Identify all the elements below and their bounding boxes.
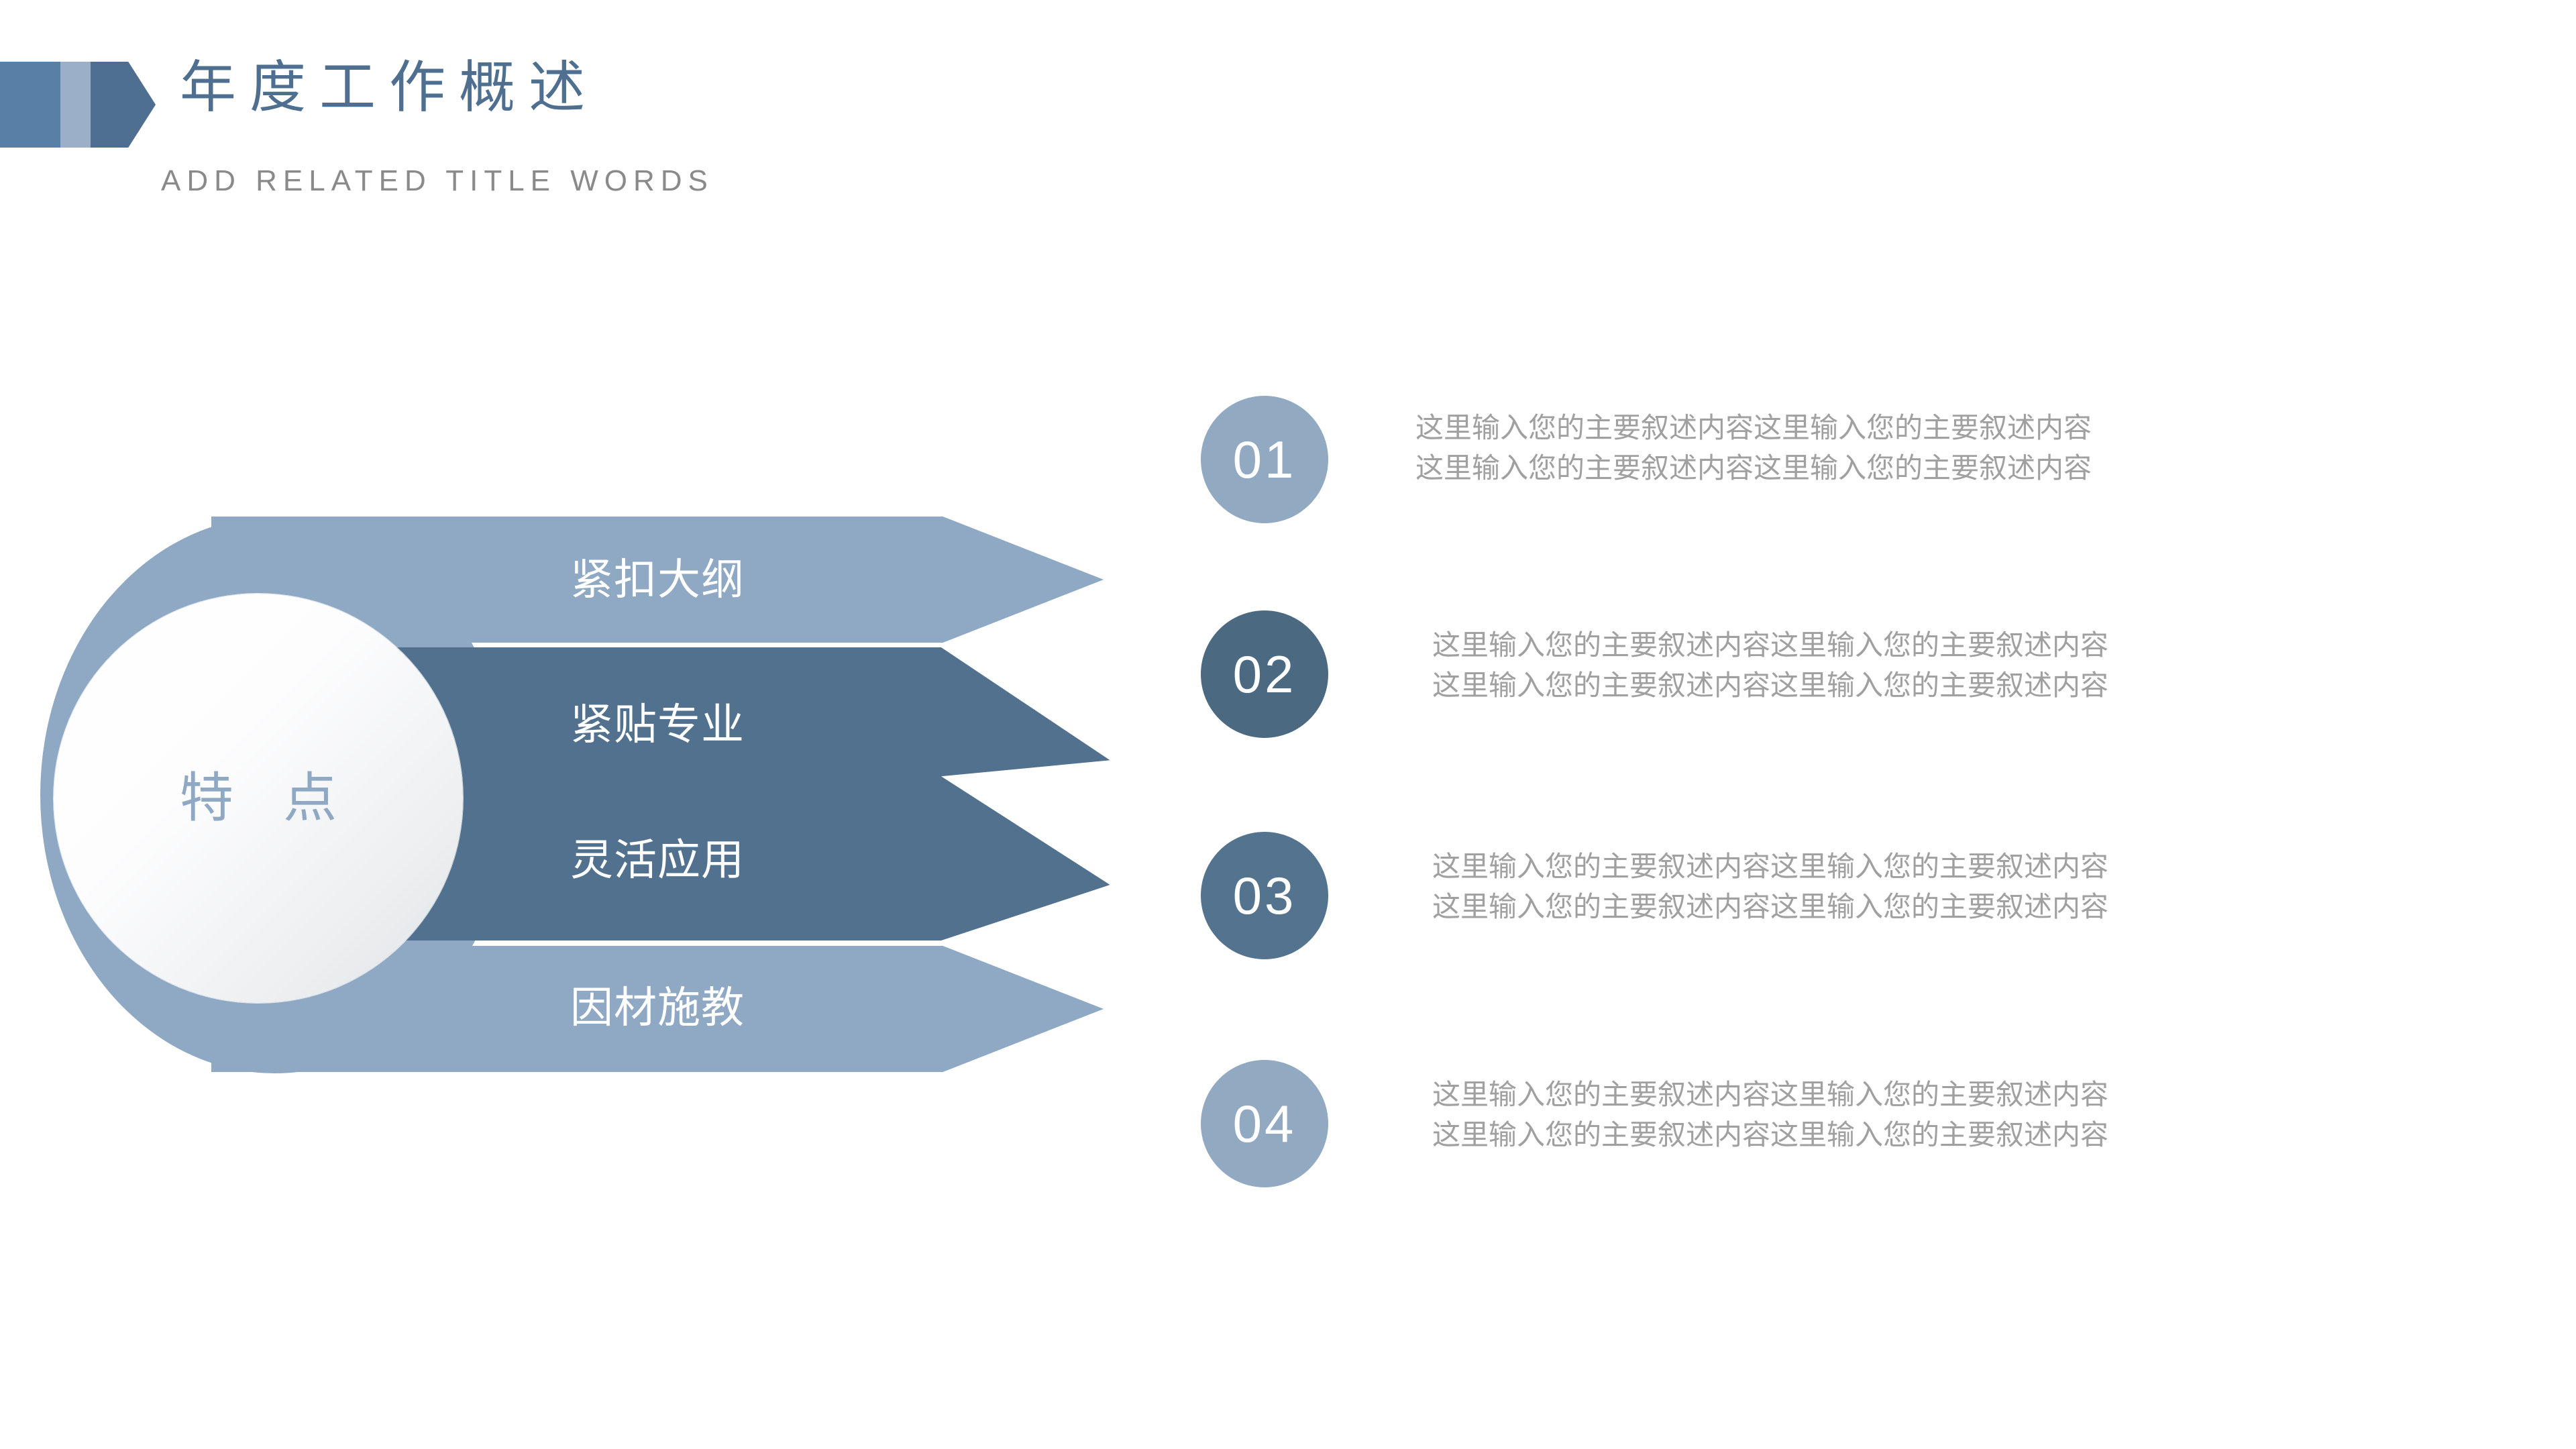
- list-item[interactable]: 03 这里输入您的主要叙述内容这里输入您的主要叙述内容 这里输入您的主要叙述内容…: [1201, 832, 2576, 1020]
- arrow-band-label-4: 因材施教: [570, 983, 745, 1032]
- item-description-line: 这里输入您的主要叙述内容这里输入您的主要叙述内容: [1432, 1118, 2109, 1150]
- list-item[interactable]: 04 这里输入您的主要叙述内容这里输入您的主要叙述内容 这里输入您的主要叙述内容…: [1201, 1060, 2576, 1248]
- item-description-02: 这里输入您的主要叙述内容这里输入您的主要叙述内容 这里输入您的主要叙述内容这里输…: [1432, 625, 2108, 705]
- badge-arrow-icon: [91, 62, 156, 148]
- numbered-description-list: 01 这里输入您的主要叙述内容这里输入您的主要叙述内容 这里输入您的主要叙述内容…: [1201, 376, 2576, 1248]
- item-number-badge-03: 03: [1201, 832, 1328, 959]
- badge-segment-left: [0, 62, 60, 148]
- item-number-badge-04: 04: [1201, 1060, 1328, 1187]
- item-number-badge-01: 01: [1201, 396, 1328, 523]
- badge-segment-middle: [60, 62, 91, 148]
- arrow-band-label-3: 灵活应用: [570, 836, 745, 884]
- list-item[interactable]: 01 这里输入您的主要叙述内容这里输入您的主要叙述内容 这里输入您的主要叙述内容…: [1201, 396, 2576, 584]
- list-item[interactable]: 02 这里输入您的主要叙述内容这里输入您的主要叙述内容 这里输入您的主要叙述内容…: [1201, 610, 2576, 798]
- item-description-line: 这里输入您的主要叙述内容这里输入您的主要叙述内容: [1432, 890, 2109, 922]
- diagram-core-label: 特 点: [179, 768, 355, 828]
- header-badge-shape: [0, 62, 156, 148]
- item-number-badge-02: 02: [1201, 610, 1328, 738]
- item-description-01: 这里输入您的主要叙述内容这里输入您的主要叙述内容 这里输入您的主要叙述内容这里输…: [1415, 408, 2092, 488]
- diagram-core-circle: 特 点: [54, 594, 463, 1003]
- slide-header: 年度工作概述 ADD RELATED TITLE WORDS: [0, 0, 2576, 228]
- item-description-line: 这里输入您的主要叙述内容这里输入您的主要叙述内容: [1415, 412, 2092, 443]
- item-description-line: 这里输入您的主要叙述内容这里输入您的主要叙述内容: [1432, 1079, 2109, 1110]
- item-description-04: 这里输入您的主要叙述内容这里输入您的主要叙述内容 这里输入您的主要叙述内容这里输…: [1432, 1075, 2108, 1155]
- item-description-line: 这里输入您的主要叙述内容这里输入您的主要叙述内容: [1432, 669, 2109, 701]
- features-arrow-diagram: 紧扣大纲 紧贴专业 灵活应用 因材施教 特 点: [40, 517, 1181, 1093]
- page-title: 年度工作概述: [180, 56, 599, 119]
- item-description-03: 这里输入您的主要叙述内容这里输入您的主要叙述内容 这里输入您的主要叙述内容这里输…: [1432, 847, 2108, 926]
- item-description-line: 这里输入您的主要叙述内容这里输入您的主要叙述内容: [1432, 629, 2109, 661]
- item-description-line: 这里输入您的主要叙述内容这里输入您的主要叙述内容: [1432, 851, 2109, 882]
- item-description-line: 这里输入您的主要叙述内容这里输入您的主要叙述内容: [1415, 451, 2092, 484]
- arrow-band-label-2: 紧贴专业: [570, 700, 745, 749]
- arrow-band-label-1: 紧扣大纲: [570, 555, 745, 604]
- page-subtitle: ADD RELATED TITLE WORDS: [161, 164, 714, 197]
